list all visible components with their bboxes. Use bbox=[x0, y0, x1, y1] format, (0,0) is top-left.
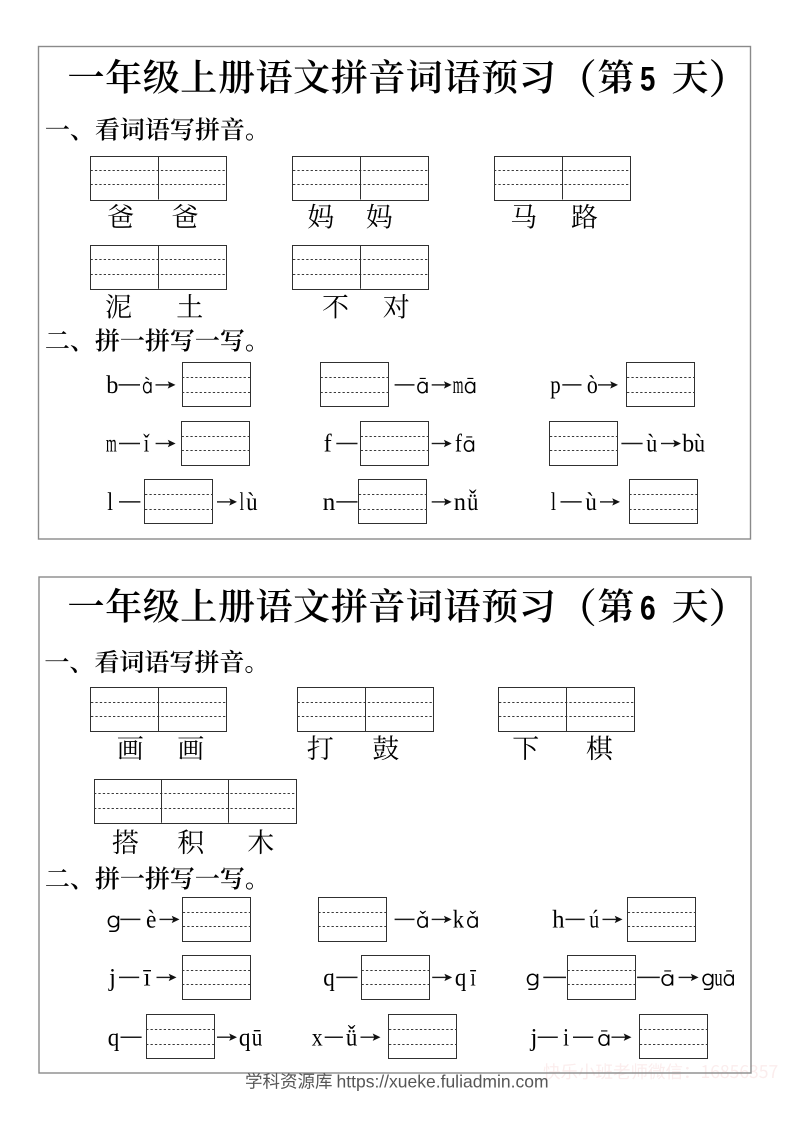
svg-text:u: u bbox=[714, 965, 723, 992]
svg-text:q: q bbox=[239, 1024, 251, 1051]
svg-text:土: 土 bbox=[176, 286, 203, 325]
svg-text:二、拼一拼写一写。: 二、拼一拼写一写。 bbox=[45, 859, 270, 895]
svg-text:l: l bbox=[107, 489, 113, 516]
svg-text:q: q bbox=[323, 965, 335, 992]
svg-text:对: 对 bbox=[383, 286, 410, 325]
svg-text:https://xueke.fuliadmin.com: https://xueke.fuliadmin.com bbox=[337, 1072, 549, 1092]
svg-text:è: è bbox=[146, 907, 156, 934]
svg-text:6: 6 bbox=[640, 590, 656, 628]
svg-text:一年级上册语文拼音词语预习（第: 一年级上册语文拼音词语预习（第 bbox=[68, 46, 635, 105]
svg-text:ù: ù bbox=[694, 431, 705, 458]
svg-text:ǐ: ǐ bbox=[143, 431, 150, 458]
svg-text:妈: 妈 bbox=[307, 196, 334, 235]
svg-text:ā: ā bbox=[416, 369, 429, 400]
svg-text:一年级上册语文拼音词语预习（第: 一年级上册语文拼音词语预习（第 bbox=[68, 576, 635, 635]
svg-text:q: q bbox=[108, 1024, 120, 1051]
svg-text:ǎ: ǎ bbox=[416, 904, 429, 935]
svg-text:ī: ī bbox=[470, 965, 477, 992]
svg-text:h: h bbox=[552, 907, 565, 934]
svg-text:ā: ā bbox=[463, 428, 476, 459]
svg-text:x: x bbox=[312, 1024, 323, 1051]
svg-text:爸: 爸 bbox=[107, 196, 134, 235]
svg-text:ā: ā bbox=[464, 369, 477, 400]
svg-text:妈: 妈 bbox=[366, 196, 393, 235]
svg-text:一、看词语写拼音。: 一、看词语写拼音。 bbox=[45, 111, 270, 147]
svg-text:ú: ú bbox=[589, 907, 599, 934]
svg-text:g: g bbox=[701, 962, 714, 993]
svg-text:ǚ: ǚ bbox=[346, 1024, 358, 1051]
svg-text:二、拼一拼写一写。: 二、拼一拼写一写。 bbox=[45, 322, 270, 358]
svg-text:不: 不 bbox=[322, 286, 349, 325]
svg-text:搭: 搭 bbox=[112, 821, 139, 860]
svg-text:n: n bbox=[454, 489, 467, 516]
svg-text:b: b bbox=[106, 372, 118, 399]
svg-text:ù: ù bbox=[585, 489, 597, 516]
svg-text:k: k bbox=[453, 907, 465, 934]
svg-text:ǚ: ǚ bbox=[467, 489, 479, 516]
svg-text:i: i bbox=[563, 1024, 569, 1051]
svg-text:泥: 泥 bbox=[105, 286, 132, 325]
svg-text:马: 马 bbox=[510, 196, 537, 235]
svg-text:p: p bbox=[550, 372, 560, 399]
svg-text:画: 画 bbox=[117, 727, 144, 766]
svg-text:5: 5 bbox=[640, 60, 655, 98]
svg-text:n: n bbox=[323, 489, 336, 516]
svg-text:下: 下 bbox=[512, 727, 539, 766]
svg-text:b: b bbox=[682, 431, 694, 458]
svg-text:à: à bbox=[142, 369, 152, 400]
svg-text:ī: ī bbox=[142, 965, 151, 992]
svg-text:学科资源库: 学科资源库 bbox=[245, 1069, 333, 1094]
svg-text:ā: ā bbox=[597, 1021, 610, 1052]
svg-text:m: m bbox=[106, 431, 117, 458]
svg-text:q: q bbox=[455, 965, 467, 992]
svg-text:ò: ò bbox=[587, 372, 598, 399]
svg-text:积: 积 bbox=[177, 821, 204, 860]
svg-text:一、看词语写拼音。: 一、看词语写拼音。 bbox=[44, 643, 269, 679]
svg-text:快乐小班老师微信：16856357: 快乐小班老师微信：16856357 bbox=[543, 1059, 778, 1084]
svg-text:爸: 爸 bbox=[172, 196, 199, 235]
svg-text:g: g bbox=[107, 904, 121, 935]
svg-text:画: 画 bbox=[177, 727, 204, 766]
svg-text:ā: ā bbox=[723, 962, 736, 993]
svg-text:j: j bbox=[530, 1024, 538, 1051]
svg-text:木: 木 bbox=[247, 821, 274, 860]
svg-text:天）: 天） bbox=[672, 576, 749, 635]
svg-text:ǎ: ǎ bbox=[466, 904, 479, 935]
svg-text:ā: ā bbox=[661, 962, 675, 993]
svg-text:鼓: 鼓 bbox=[372, 727, 399, 766]
svg-text:ù: ù bbox=[646, 431, 657, 458]
svg-text:棋: 棋 bbox=[586, 727, 613, 766]
svg-text:f: f bbox=[455, 431, 463, 458]
svg-text:m: m bbox=[453, 372, 464, 399]
svg-text:f: f bbox=[324, 431, 333, 458]
svg-text:g: g bbox=[526, 962, 540, 993]
svg-text:天）: 天） bbox=[672, 46, 749, 105]
svg-text:l: l bbox=[551, 489, 556, 516]
svg-text:打: 打 bbox=[307, 727, 334, 766]
svg-text:ù: ù bbox=[246, 489, 258, 516]
svg-text:l: l bbox=[240, 489, 244, 516]
svg-text:路: 路 bbox=[571, 196, 598, 235]
svg-text:j: j bbox=[108, 965, 116, 992]
svg-text:ū: ū bbox=[252, 1024, 263, 1051]
